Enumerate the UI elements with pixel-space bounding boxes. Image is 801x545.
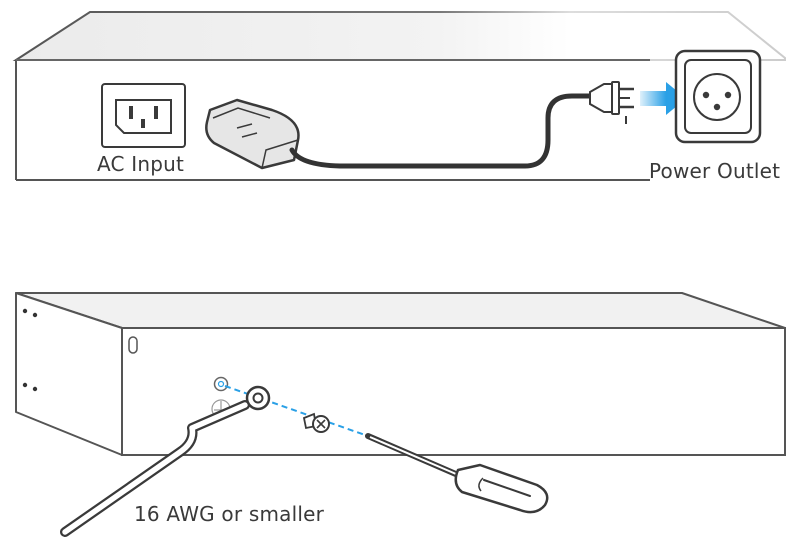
- chassis: [15, 292, 786, 456]
- wall-plug-icon: [589, 81, 634, 124]
- ac-inlet-icon: [101, 83, 186, 148]
- power-outlet-label: Power Outlet: [649, 159, 781, 183]
- screwdriver-icon: [365, 433, 549, 514]
- ground-wire: [60, 385, 271, 537]
- ac-input-label: AC Input: [97, 152, 185, 176]
- power-cable: [289, 93, 595, 169]
- iec-plug-icon: [205, 98, 300, 170]
- rear-panel: [12, 11, 786, 181]
- wire-gauge-label: 16 AWG or smaller: [134, 502, 325, 526]
- power-outlet-icon: [674, 49, 762, 144]
- screw-icon: [302, 412, 330, 433]
